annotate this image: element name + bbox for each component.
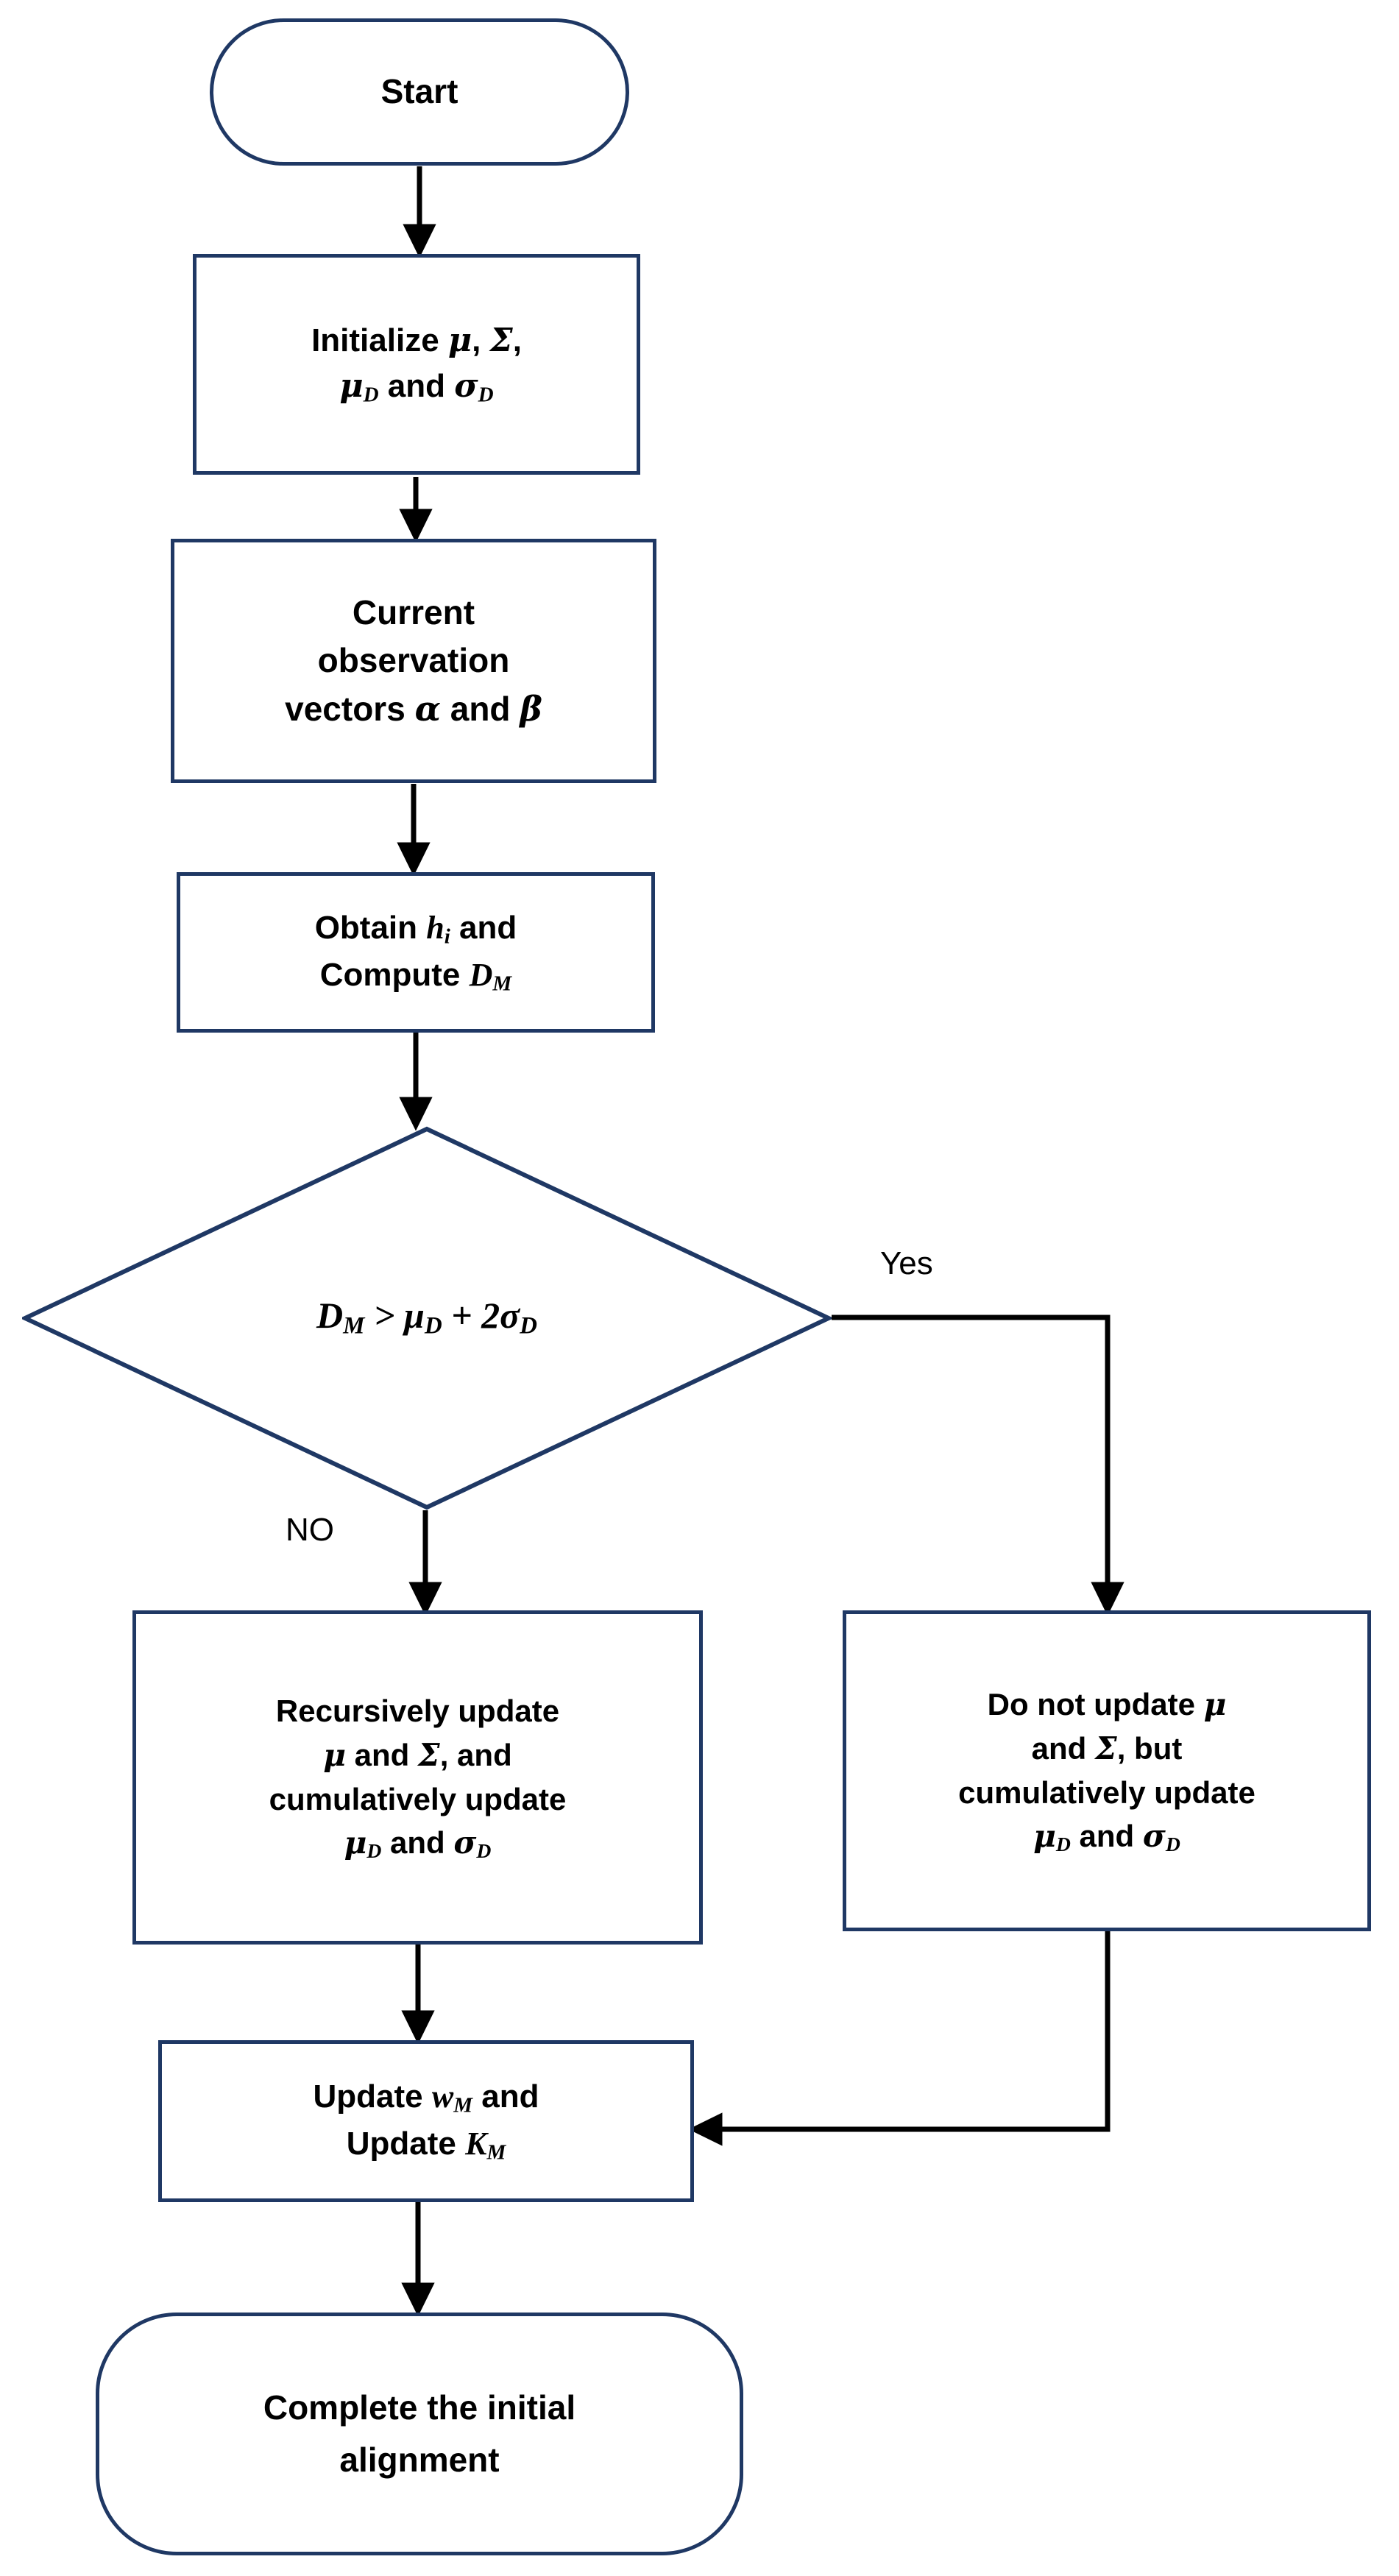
node-recursively-update-line-2: μ and Σ, and	[323, 1736, 512, 1773]
node-do-not-update-line-1: Do not update μ	[987, 1686, 1227, 1723]
node-complete-alignment[interactable]: Complete the initial alignment	[96, 2313, 743, 2555]
node-do-not-update-line-3: cumulatively update	[958, 1774, 1255, 1810]
node-do-not-update-line-4: μD and σD	[1033, 1818, 1180, 1856]
node-do-not-update-label: Do not update μ and Σ, but cumulatively …	[948, 1682, 1266, 1858]
edge-label-no: NO	[286, 1512, 334, 1548]
edge-label-yes: Yes	[880, 1245, 933, 1281]
node-recursively-update-label: Recursively update μ and Σ, and cumulati…	[259, 1689, 577, 1865]
node-update-weights[interactable]: Update wM and Update KM	[158, 2040, 694, 2202]
node-initialize-label: Initialize μ, Σ, μD and σD	[301, 318, 532, 411]
node-complete-alignment-label: Complete the initial alignment	[253, 2382, 586, 2487]
node-current-observation-line-2: observation	[317, 641, 510, 680]
node-update-weights-line-1: Update wM and	[313, 2078, 539, 2117]
node-current-observation[interactable]: Current observation vectors α and β	[171, 539, 656, 783]
node-update-weights-label: Update wM and Update KM	[303, 2074, 550, 2168]
node-obtain-compute[interactable]: Obtain hi and Compute DM	[177, 872, 655, 1033]
node-obtain-compute-line-1: Obtain hi and	[314, 910, 517, 949]
node-recursively-update[interactable]: Recursively update μ and Σ, and cumulati…	[132, 1610, 703, 1945]
node-start-label: Start	[380, 72, 458, 111]
node-start[interactable]: Start	[210, 18, 629, 166]
node-current-observation-label: Current observation vectors α and β	[275, 589, 553, 733]
node-current-observation-line-1: Current	[352, 593, 475, 632]
node-initialize-line-1: Initialize μ, Σ,	[311, 321, 522, 359]
node-initialize[interactable]: Initialize μ, Σ, μD and σD	[193, 254, 640, 475]
node-recursively-update-line-3: cumulatively update	[269, 1781, 567, 1816]
node-do-not-update[interactable]: Do not update μ and Σ, but cumulatively …	[843, 1610, 1371, 1931]
node-recursively-update-line-4: μD and σD	[344, 1825, 492, 1863]
node-complete-alignment-line-1: Complete the initial	[263, 2388, 576, 2427]
node-initialize-line-2: μD and σD	[339, 367, 494, 407]
node-decision-label: DM > μD + 2σD	[316, 1295, 537, 1340]
node-decision[interactable]: DM > μD + 2σD	[19, 1126, 835, 1510]
node-recursively-update-line-1: Recursively update	[275, 1694, 560, 1729]
node-current-observation-line-3: vectors α and β	[285, 688, 542, 729]
edge-right-merge-to-updateweights	[688, 1931, 1111, 2146]
node-complete-alignment-line-2: alignment	[339, 2441, 500, 2479]
edge-decision-yes-to-right	[832, 1314, 1124, 1616]
node-obtain-compute-label: Obtain hi and Compute DM	[305, 905, 528, 999]
node-update-weights-line-2: Update KM	[346, 2126, 506, 2165]
decision-diamond-shape	[19, 1126, 835, 1510]
node-obtain-compute-line-2: Compute DM	[319, 957, 512, 996]
node-do-not-update-line-2: and Σ, but	[1031, 1730, 1183, 1766]
